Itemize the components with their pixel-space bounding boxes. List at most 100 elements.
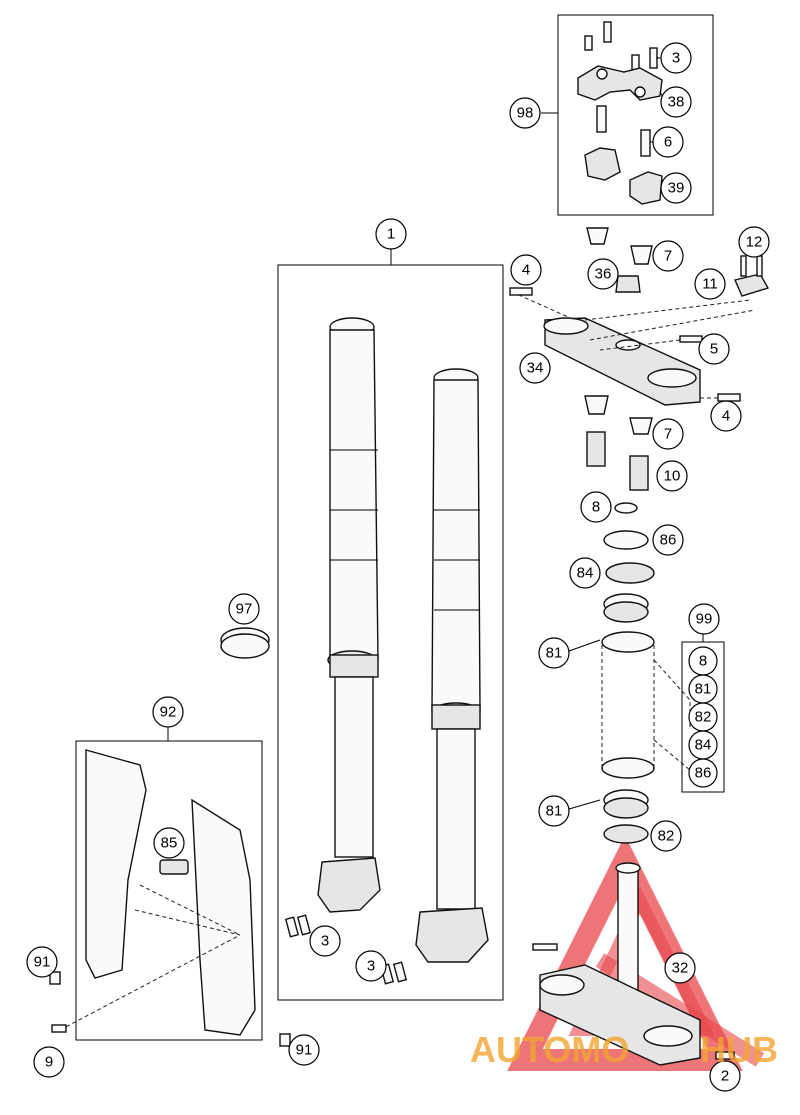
svg-text:81: 81	[546, 803, 563, 820]
fork-guard-right	[191, 798, 256, 1036]
clip-85	[159, 859, 189, 875]
bushing-top	[586, 227, 609, 245]
callout-91-right: 91	[288, 1034, 320, 1066]
svg-text:7: 7	[664, 426, 672, 443]
svg-text:84: 84	[577, 565, 594, 582]
kit-98-box	[557, 14, 714, 216]
clamp-11	[734, 255, 770, 297]
callout-81-bottom: 81	[538, 795, 570, 827]
bolt-4-right	[717, 393, 741, 402]
callout-84: 84	[569, 557, 601, 589]
svg-text:6: 6	[664, 134, 672, 151]
callout-82: 82	[650, 820, 682, 852]
callout-9: 9	[33, 1046, 65, 1078]
kit-99-item-86: 86	[688, 758, 718, 788]
callout-91-left: 91	[26, 946, 58, 978]
seal-86	[603, 530, 649, 550]
bushing-7-top	[630, 245, 653, 265]
svg-text:81: 81	[546, 645, 563, 662]
svg-text:10: 10	[664, 468, 681, 485]
watermark-text: AUTOMO HUB	[470, 1029, 778, 1070]
svg-text:91: 91	[296, 1042, 313, 1059]
bolt-2	[715, 1051, 735, 1060]
kit-99-item-8: 8	[688, 646, 718, 676]
callout-81-top: 81	[538, 637, 570, 669]
callout-3-kit: 3	[660, 42, 692, 74]
svg-text:38: 38	[668, 94, 685, 111]
callout-38: 38	[660, 86, 692, 118]
o-ring-8	[614, 502, 638, 514]
svg-text:86: 86	[660, 532, 677, 549]
svg-text:2: 2	[721, 1068, 729, 1085]
callout-4-top: 4	[510, 254, 542, 286]
svg-text:5: 5	[710, 341, 718, 358]
svg-text:4: 4	[722, 408, 730, 425]
screw-91-right	[279, 1033, 291, 1047]
svg-text:HUB: HUB	[700, 1029, 778, 1070]
callout-85: 85	[153, 827, 185, 859]
sleeve-10	[629, 455, 649, 491]
bushing-7-mid	[629, 417, 653, 435]
svg-text:97: 97	[236, 601, 253, 618]
svg-text:4: 4	[522, 262, 530, 279]
bolt-5	[679, 335, 703, 343]
callout-6: 6	[652, 126, 684, 158]
lower-triple-clamp	[539, 862, 701, 1066]
svg-text:AUTOMO: AUTOMO	[470, 1029, 629, 1070]
callout-92: 92	[152, 696, 184, 728]
svg-text:34: 34	[527, 360, 544, 377]
callout-5: 5	[698, 333, 730, 365]
bolt-4-top	[509, 287, 533, 296]
callout-2: 2	[709, 1060, 741, 1092]
callout-10: 10	[656, 460, 688, 492]
callout-4-right: 4	[710, 400, 742, 432]
svg-text:98: 98	[517, 105, 534, 122]
svg-text:99: 99	[696, 611, 713, 628]
svg-text:82: 82	[695, 709, 712, 726]
callout-3-left: 3	[309, 925, 341, 957]
fork-leg-left	[317, 317, 381, 913]
svg-text:3: 3	[367, 958, 375, 975]
callout-3-right: 3	[355, 950, 387, 982]
callout-86: 86	[652, 524, 684, 556]
svg-text:36: 36	[595, 266, 612, 283]
head-tube-outline	[601, 631, 691, 779]
svg-text:11: 11	[702, 276, 718, 293]
callout-8: 8	[580, 491, 612, 523]
callout-34: 34	[519, 352, 551, 384]
callout-97: 97	[228, 593, 260, 625]
svg-text:92: 92	[160, 704, 177, 721]
seal-82	[603, 824, 649, 844]
fork-guard-box	[75, 740, 263, 1041]
sleeve-left	[586, 431, 606, 467]
svg-text:82: 82	[658, 828, 675, 845]
kit-99-item-82: 82	[688, 702, 718, 732]
svg-text:81: 81	[695, 681, 712, 698]
svg-text:7: 7	[664, 248, 672, 265]
kit-99-item-81: 81	[688, 674, 718, 704]
svg-text:85: 85	[161, 835, 178, 852]
svg-text:3: 3	[672, 50, 680, 67]
kit-98-parts	[577, 21, 663, 205]
callout-36: 36	[587, 258, 619, 290]
seal-84	[605, 562, 655, 584]
svg-text:8: 8	[592, 499, 600, 516]
svg-text:1: 1	[387, 226, 395, 243]
callout-1: 1	[375, 218, 407, 250]
nut-36	[615, 275, 641, 293]
svg-text:12: 12	[746, 234, 763, 251]
upper-triple-clamp	[543, 317, 701, 406]
bushing-mid	[584, 395, 609, 415]
svg-text:39: 39	[668, 180, 685, 197]
callout-12: 12	[738, 226, 770, 258]
callout-7-top: 7	[652, 240, 684, 272]
svg-text:84: 84	[695, 737, 712, 754]
callout-99: 99	[688, 603, 720, 635]
svg-text:32: 32	[672, 960, 689, 977]
fork-leg-right	[415, 368, 489, 963]
callout-98: 98	[509, 97, 541, 129]
fork-guard-left	[85, 749, 147, 979]
svg-text:91: 91	[34, 954, 51, 971]
callout-32: 32	[664, 952, 696, 984]
